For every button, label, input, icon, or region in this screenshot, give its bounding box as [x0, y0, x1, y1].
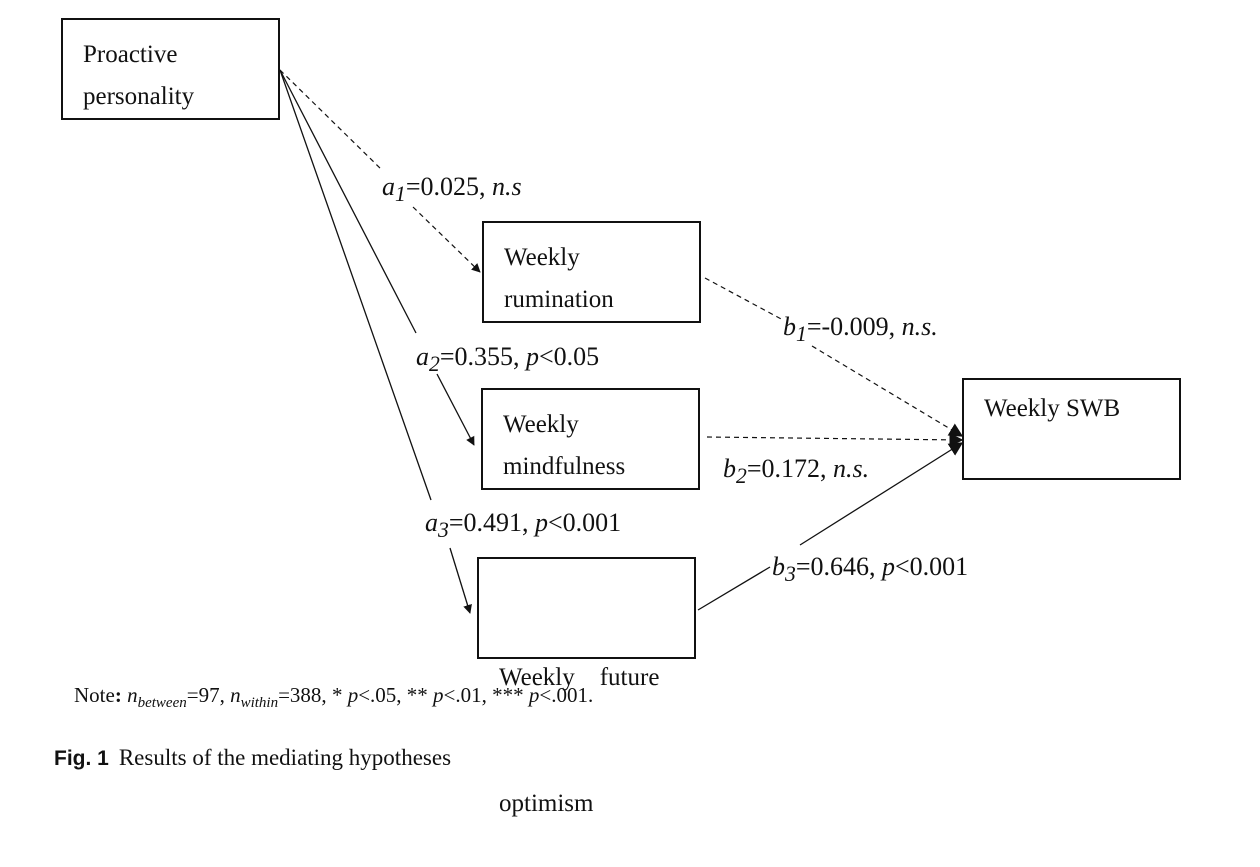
label-b2: b2=0.172, n.s.: [723, 454, 870, 489]
label-a1: a1=0.025, n.s: [382, 172, 522, 207]
figure-number: Fig. 1: [54, 747, 109, 770]
node-label-line1: Weekly: [503, 411, 579, 438]
node-label-line1: Proactive: [83, 41, 178, 68]
edge-a2-arrow: [436, 373, 475, 446]
node-weekly-mindfulness: Weekly mindfulness: [481, 388, 700, 490]
node-label-line2: optimism: [499, 790, 594, 817]
edge-a3-arrow: [449, 547, 472, 614]
node-label-line2: mindfulness: [503, 453, 626, 480]
label-b1: b1=-0.009, n.s.: [783, 312, 938, 347]
edge-a1-arrow: [412, 206, 481, 273]
edge-b3-arrow: [799, 442, 964, 546]
figure-title: Results of the mediating hypotheses: [118, 745, 452, 770]
label-a2: a2=0.355, p<0.05: [416, 342, 600, 377]
node-label-line1: Weekly: [504, 244, 580, 271]
edge-a3: [279, 69, 432, 501]
edge-b1-arrow: [811, 345, 964, 437]
node-weekly-future-optimism: Weekly future optimism: [477, 557, 696, 817]
node-weekly-swb: Weekly SWB: [962, 378, 1181, 480]
node-label-line1: Weekly SWB: [984, 395, 1121, 422]
node-label-line1: Weekly future: [499, 664, 660, 691]
edge-a1: [279, 69, 383, 171]
figure-caption: Fig. 1 Results of the mediating hypothese…: [54, 745, 451, 771]
path-arrows: [279, 69, 964, 614]
node-weekly-rumination: Weekly rumination: [482, 221, 701, 323]
node-label-line2: rumination: [504, 286, 614, 313]
label-a3: a3=0.491, p<0.001: [425, 508, 622, 543]
edge-b3: [697, 566, 771, 611]
node-label-line2: personality: [83, 83, 195, 110]
node-proactive-personality: Proactive personality: [61, 18, 280, 120]
figure-note: Note: nbetween=97, nwithin=388, * p<.05,…: [74, 683, 594, 712]
label-b3: b3=0.646, p<0.001: [772, 552, 969, 587]
edge-b2: [706, 432, 964, 447]
edge-a2: [279, 69, 417, 334]
edge-b1: [704, 277, 784, 321]
